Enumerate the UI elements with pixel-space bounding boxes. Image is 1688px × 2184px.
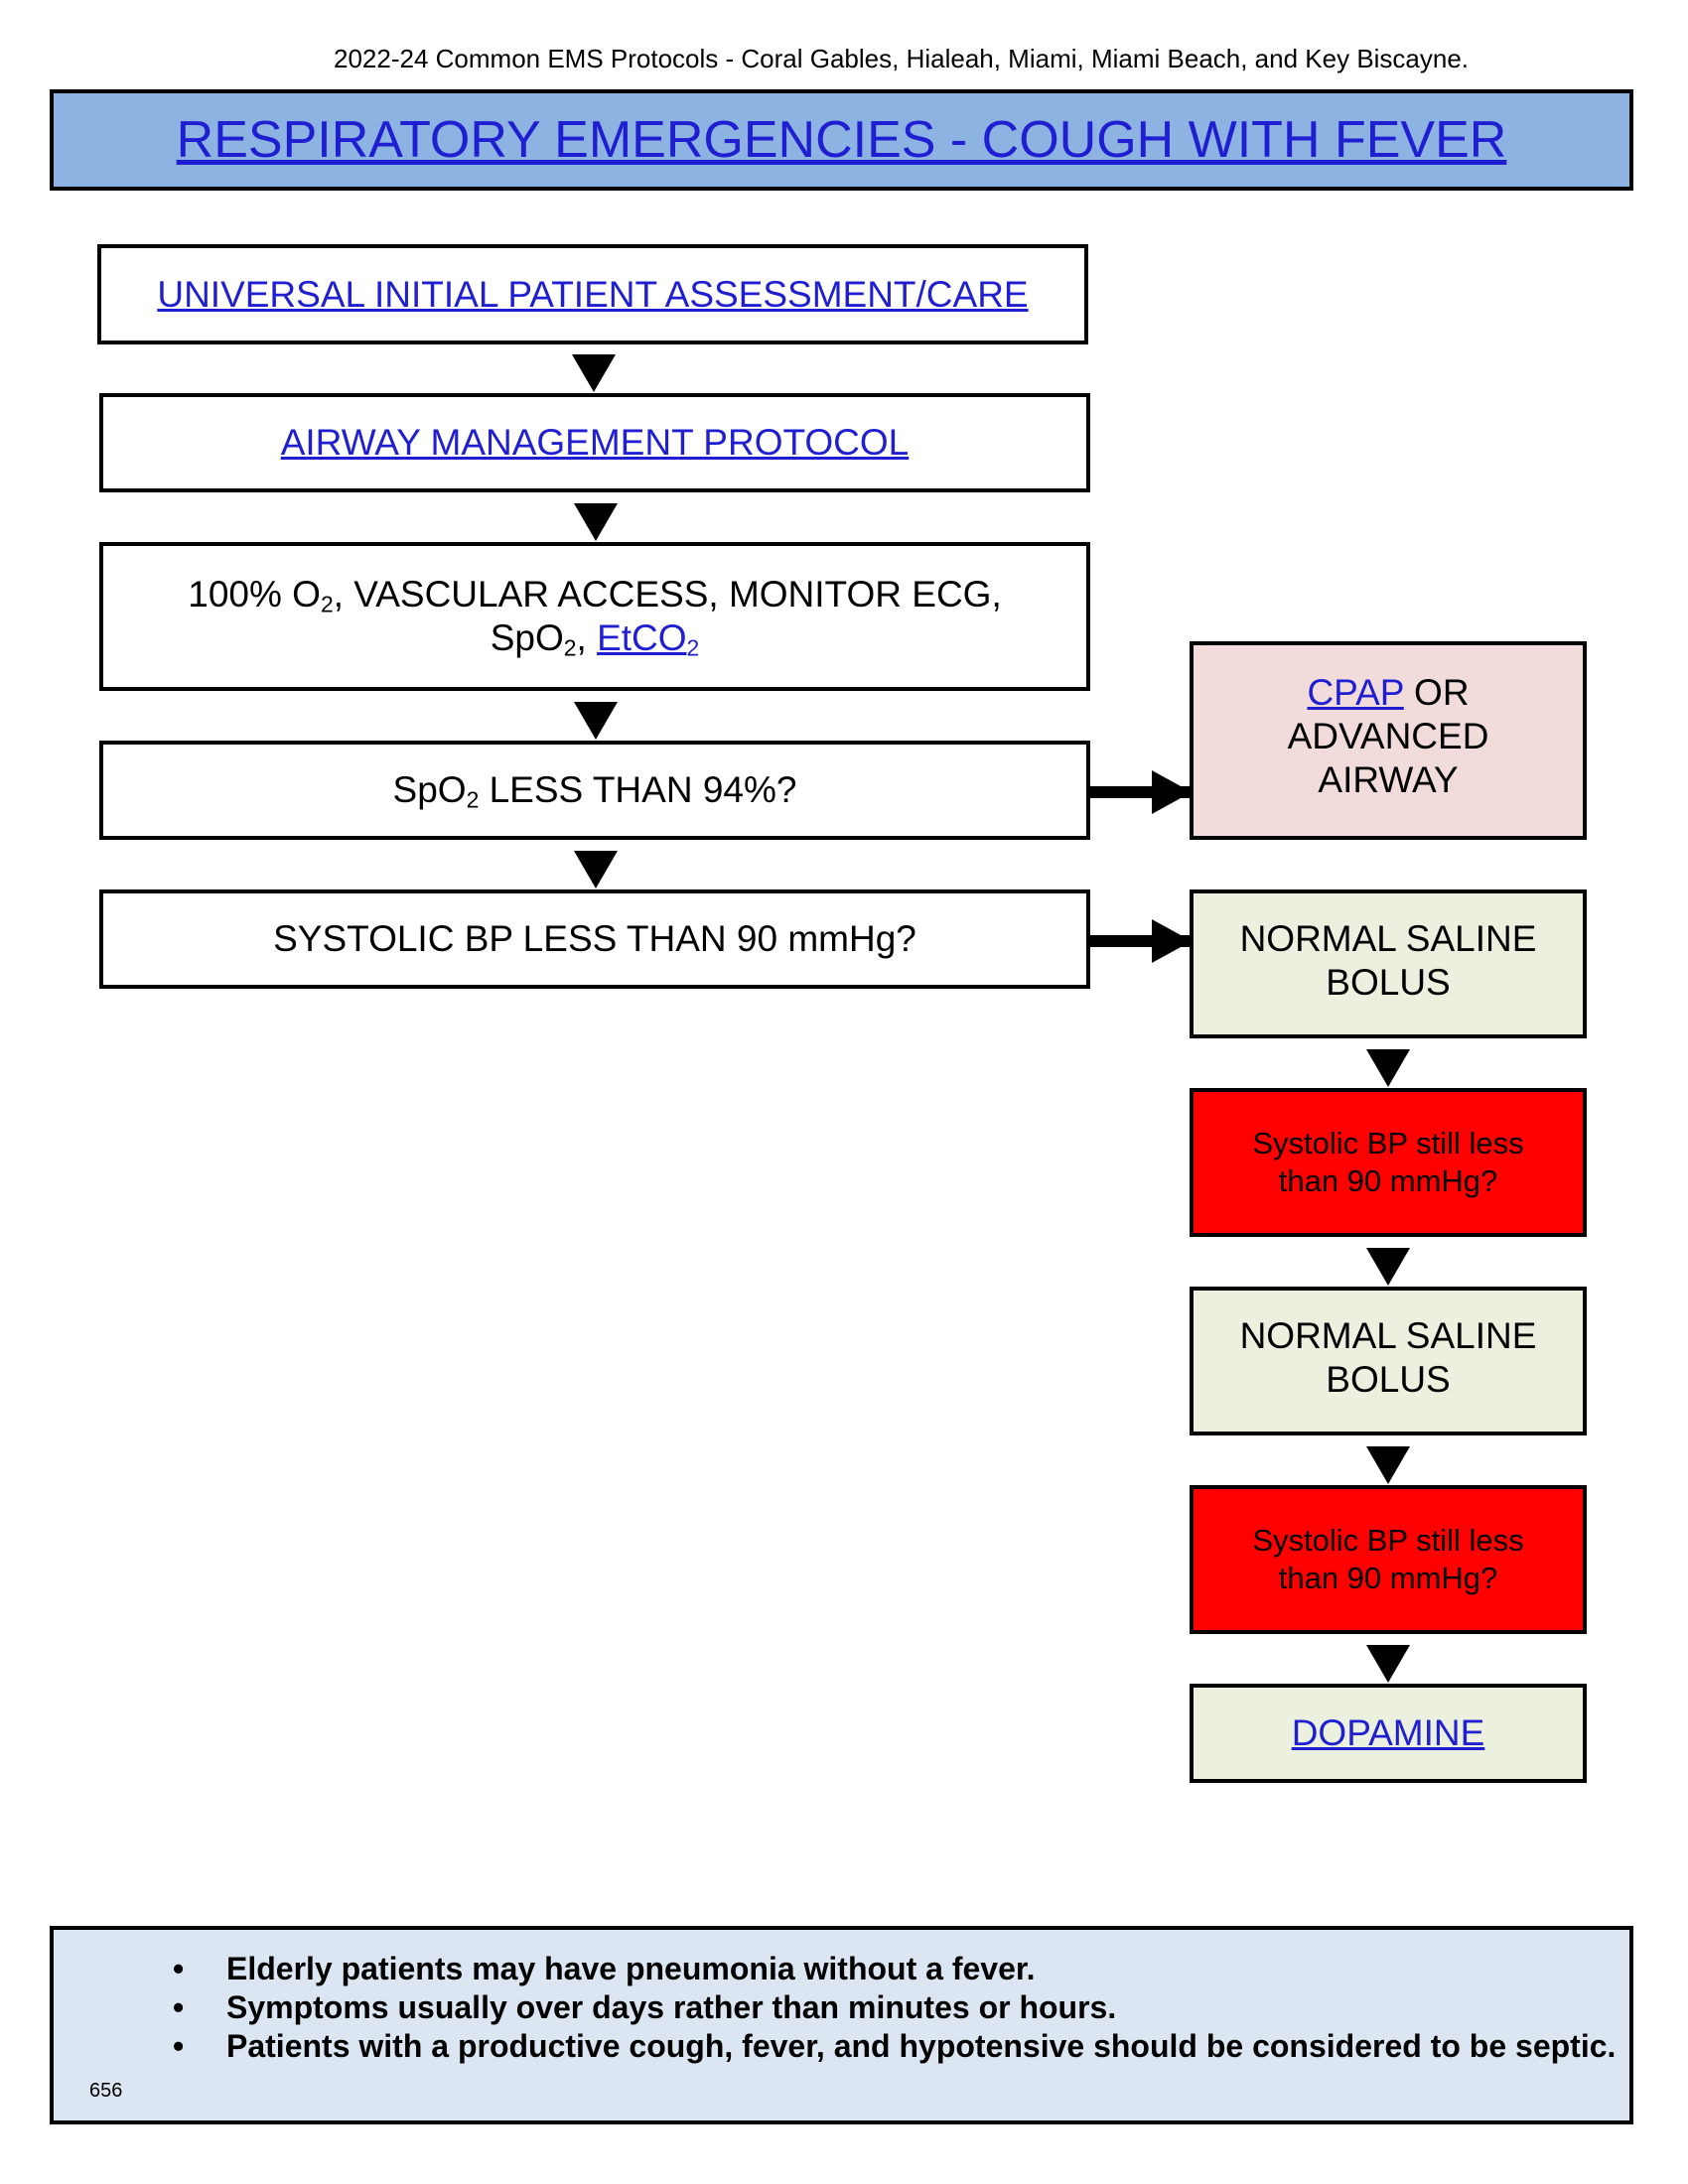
title-banner: RESPIRATORY EMERGENCIES - COUGH WITH FEV… bbox=[50, 89, 1633, 191]
bullet-icon: • bbox=[173, 1951, 185, 1986]
cpap-line-3: AIRWAY bbox=[1318, 759, 1459, 800]
recheck-2-line-1: Systolic BP still less bbox=[1252, 1523, 1524, 1558]
universal-assessment-link[interactable]: UNIVERSAL INITIAL PATIENT ASSESSMENT/CAR… bbox=[157, 273, 1029, 315]
page-number: 656 bbox=[89, 2080, 123, 2102]
arrow-down-4 bbox=[574, 851, 618, 888]
interventions-line-1: 100% O2, VASCULAR ACCESS, MONITOR ECG, bbox=[188, 574, 1002, 617]
note-item: •Symptoms usually over days rather than … bbox=[173, 1989, 1117, 2025]
bullet-icon: • bbox=[173, 2028, 185, 2064]
dopamine-box: DOPAMINE bbox=[1190, 1684, 1587, 1783]
recheck-2-line-2: than 90 mmHg? bbox=[1278, 1561, 1498, 1595]
bolus-2-line-1: NORMAL SALINE bbox=[1239, 1315, 1537, 1356]
arrow-down-5 bbox=[1366, 1049, 1410, 1087]
arrow-down-2 bbox=[574, 503, 618, 541]
normal-saline-bolus-box-2: NORMAL SALINE BOLUS bbox=[1190, 1287, 1587, 1435]
bolus-1-line-1: NORMAL SALINE bbox=[1239, 918, 1537, 959]
bolus-2-line-2: BOLUS bbox=[1326, 1359, 1451, 1400]
dopamine-link[interactable]: DOPAMINE bbox=[1291, 1712, 1485, 1753]
bolus-1-line-2: BOLUS bbox=[1326, 962, 1451, 1003]
cpap-link[interactable]: CPAP bbox=[1307, 672, 1404, 713]
notes-list: •Elderly patients may have pneumonia wit… bbox=[173, 1950, 1617, 2066]
recheck-1-line-1: Systolic BP still less bbox=[1252, 1126, 1524, 1160]
spo2-question-text: SpO2 LESS THAN 94%? bbox=[392, 769, 797, 813]
interventions-line-2: SpO2, EtCO2 bbox=[490, 617, 700, 661]
arrow-down-1 bbox=[572, 354, 616, 392]
arrow-right-sbp-head bbox=[1152, 919, 1192, 963]
notes-box: •Elderly patients may have pneumonia wit… bbox=[50, 1926, 1633, 2124]
interventions-box: 100% O2, VASCULAR ACCESS, MONITOR ECG, S… bbox=[99, 542, 1090, 691]
airway-management-link[interactable]: AIRWAY MANAGEMENT PROTOCOL bbox=[280, 422, 910, 463]
arrow-down-6 bbox=[1366, 1248, 1410, 1286]
arrow-down-7 bbox=[1366, 1446, 1410, 1484]
sbp-question-box: SYSTOLIC BP LESS THAN 90 mmHg? bbox=[99, 889, 1090, 989]
normal-saline-bolus-box-1: NORMAL SALINE BOLUS bbox=[1190, 889, 1587, 1038]
universal-assessment-box: UNIVERSAL INITIAL PATIENT ASSESSMENT/CAR… bbox=[97, 244, 1088, 344]
document-header: 2022-24 Common EMS Protocols - Coral Gab… bbox=[334, 44, 1470, 73]
airway-management-box: AIRWAY MANAGEMENT PROTOCOL bbox=[99, 393, 1090, 492]
bullet-icon: • bbox=[173, 1989, 185, 2025]
cpap-advanced-airway-box: CPAP OR ADVANCED AIRWAY bbox=[1190, 641, 1587, 840]
arrow-down-3 bbox=[574, 702, 618, 740]
cpap-line-2: ADVANCED bbox=[1287, 716, 1489, 756]
note-item: •Elderly patients may have pneumonia wit… bbox=[173, 1951, 1036, 1986]
sbp-question-text: SYSTOLIC BP LESS THAN 90 mmHg? bbox=[273, 918, 916, 959]
arrow-right-spo2-head bbox=[1152, 770, 1192, 814]
cpap-line-1: CPAP OR bbox=[1307, 672, 1470, 713]
note-item: •Patients with a productive cough, fever… bbox=[173, 2028, 1617, 2064]
page-title-link[interactable]: RESPIRATORY EMERGENCIES - COUGH WITH FEV… bbox=[176, 111, 1507, 169]
systolic-recheck-box-2: Systolic BP still less than 90 mmHg? bbox=[1190, 1485, 1587, 1634]
arrow-down-8 bbox=[1366, 1645, 1410, 1683]
spo2-question-box: SpO2 LESS THAN 94%? bbox=[99, 741, 1090, 840]
systolic-recheck-box-1: Systolic BP still less than 90 mmHg? bbox=[1190, 1088, 1587, 1237]
recheck-1-line-2: than 90 mmHg? bbox=[1278, 1163, 1498, 1198]
etco2-link[interactable]: EtCO2 bbox=[597, 617, 700, 661]
